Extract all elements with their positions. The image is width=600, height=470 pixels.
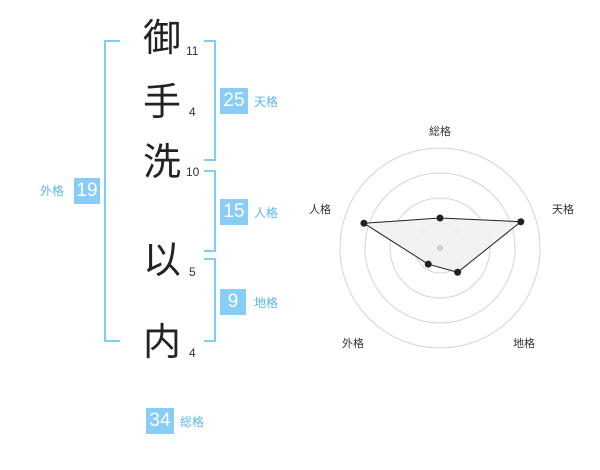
chikaku-bracket xyxy=(204,258,216,342)
radar-polygon xyxy=(362,217,523,273)
jinkaku-bracket xyxy=(204,170,216,252)
gaikaku-bracket xyxy=(104,40,120,342)
radar-label-chikaku: 地格 xyxy=(513,337,535,350)
tenkaku-label: 天格 xyxy=(254,95,279,109)
name-char-4: 以 xyxy=(142,238,181,282)
stroke-count-2: 4 xyxy=(189,105,196,119)
soukaku-label: 総格 xyxy=(180,415,205,429)
chikaku-label: 地格 xyxy=(254,296,279,310)
gaikaku-badge: 19 xyxy=(74,178,100,204)
radar-label-jinkaku: 人格 xyxy=(309,203,331,216)
radar-ring xyxy=(339,147,541,349)
stroke-count-5: 4 xyxy=(189,346,196,360)
radar-label-tenkaku: 天格 xyxy=(552,203,574,216)
stroke-count-4: 5 xyxy=(189,265,196,279)
radar-point-4 xyxy=(424,260,432,268)
radar-ring xyxy=(389,197,491,299)
name-char-5: 内 xyxy=(142,320,181,364)
stroke-count-1: 11 xyxy=(186,44,199,58)
radar-label-soukaku: 総格 xyxy=(429,125,451,138)
name-char-3: 洗 xyxy=(142,140,181,184)
jinkaku-label: 人格 xyxy=(254,206,279,220)
gaikaku-label: 外格 xyxy=(40,184,65,198)
stroke-count-3: 10 xyxy=(186,165,200,179)
radar-ring xyxy=(364,172,516,324)
radar-point-2 xyxy=(517,218,525,226)
name-char-2: 手 xyxy=(142,80,181,124)
name-char-1: 御 xyxy=(142,16,181,60)
radar-label-gaikaku: 外格 xyxy=(342,337,364,350)
radar-point-3 xyxy=(454,268,462,276)
chikaku-badge: 9 xyxy=(220,289,246,315)
tenkaku-badge: 25 xyxy=(220,88,248,114)
jinkaku-badge: 15 xyxy=(220,199,248,225)
soukaku-badge: 34 xyxy=(146,408,174,434)
radar-point-5 xyxy=(360,219,368,227)
radar-center-dot xyxy=(437,245,443,251)
tenkaku-bracket xyxy=(204,40,216,161)
radar-point-1 xyxy=(436,214,444,222)
